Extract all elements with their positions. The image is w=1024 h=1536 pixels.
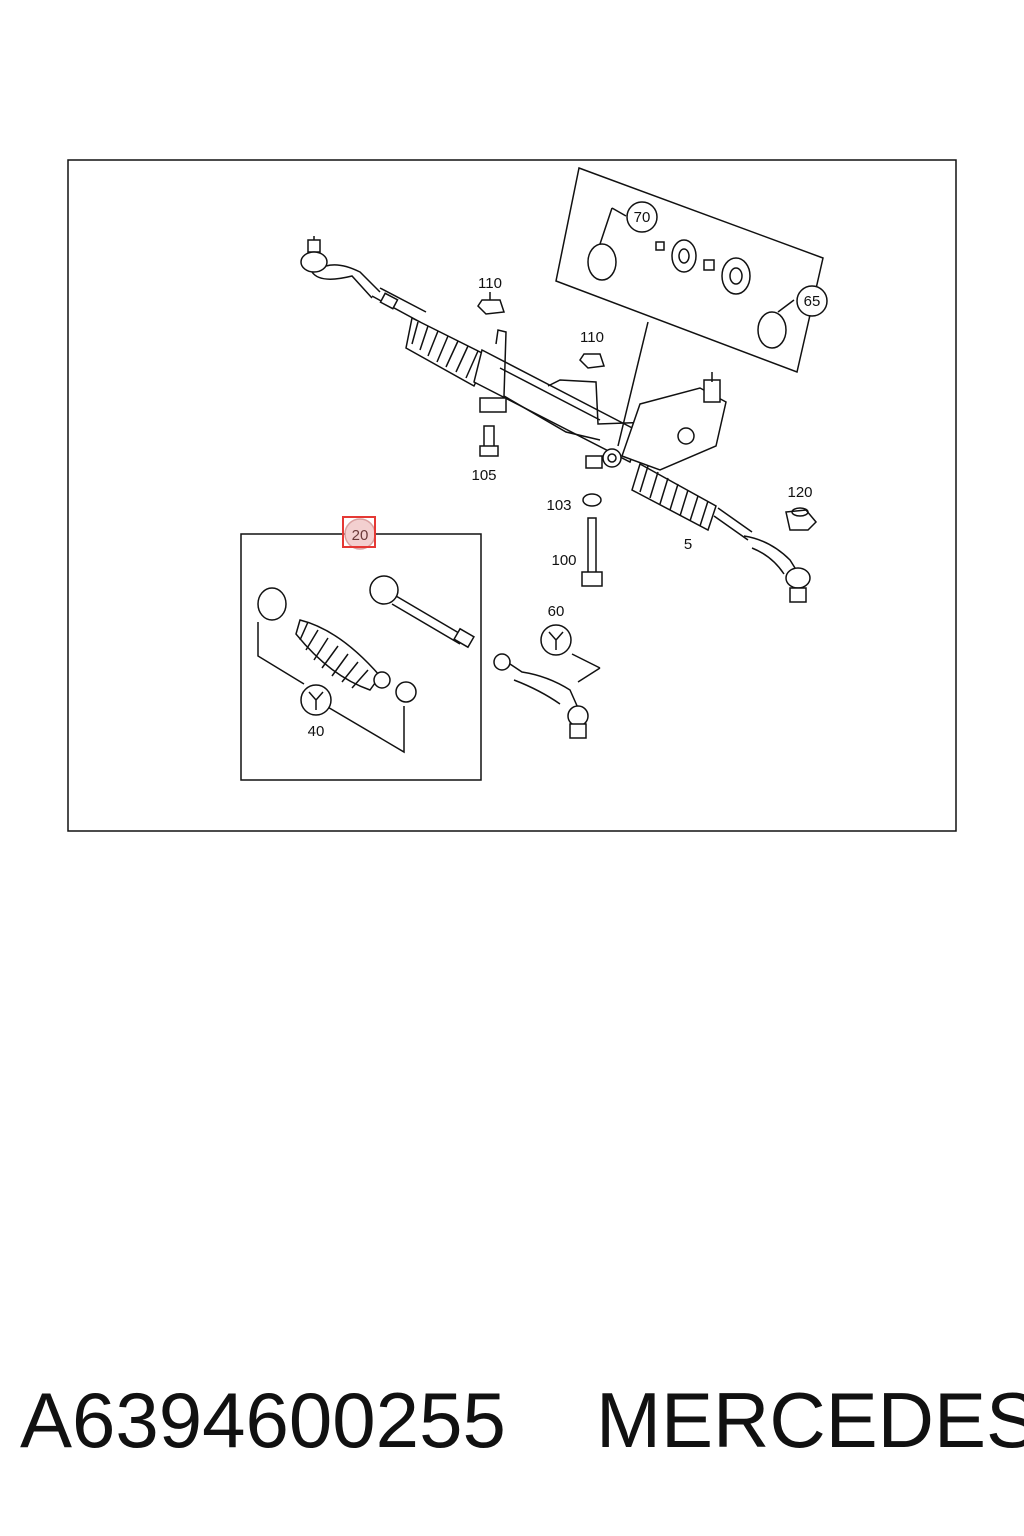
wrench-icon [300, 684, 332, 716]
left-bellows [405, 316, 489, 388]
wrench-icon [540, 624, 572, 656]
parts-diagram: 70 65 110 110 105 103 100 5 120 20 60 40 [67, 159, 957, 832]
nut-120 [785, 507, 818, 531]
callout-20-highlight [342, 516, 376, 548]
diagram-frame [67, 159, 957, 832]
inner-tie-rod-inset [240, 533, 482, 781]
outer-tie-rod-end-60 [493, 653, 601, 739]
bolt-105 [479, 425, 499, 457]
callout-120[interactable]: 120 [787, 484, 812, 501]
brand-caption: MERCEDES [596, 1376, 1024, 1464]
callout-20: 20 [352, 527, 369, 544]
callout-5[interactable]: 5 [684, 536, 692, 553]
callout-105[interactable]: 105 [471, 467, 496, 484]
steering-rack-assembly [300, 236, 811, 603]
seal-kit-inset [555, 166, 824, 447]
nut-110-right [579, 353, 606, 369]
part-number-caption: A6394600255 [20, 1376, 506, 1464]
valve-body [585, 372, 727, 471]
nut-110-left [477, 292, 506, 315]
callout-110-right[interactable]: 110 [580, 329, 604, 346]
callout-103[interactable]: 103 [546, 497, 571, 514]
callout-65: 65 [804, 293, 821, 310]
callout-70: 70 [634, 209, 651, 226]
callout-60[interactable]: 60 [548, 603, 565, 620]
callout-110-left[interactable]: 110 [478, 275, 502, 292]
callout-70-bubble[interactable] [626, 201, 658, 233]
right-bellows [631, 462, 717, 532]
callout-100[interactable]: 100 [551, 552, 576, 569]
bolt-100 [581, 517, 603, 587]
callout-65-bubble[interactable] [796, 285, 828, 317]
washer-103 [582, 493, 602, 507]
callout-40[interactable]: 40 [308, 723, 325, 740]
